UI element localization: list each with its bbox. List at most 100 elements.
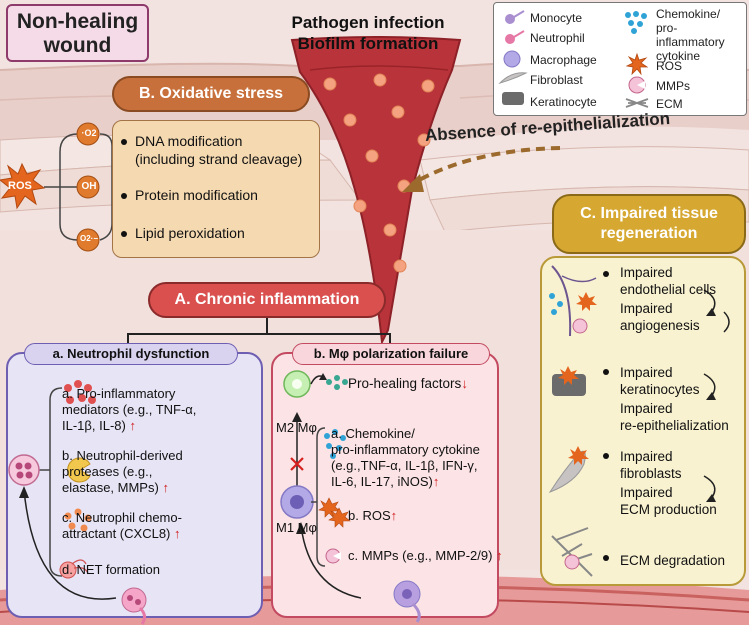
ecm-production-line-1: Impaired — [620, 485, 673, 500]
up-arrow: ↑ — [390, 508, 398, 523]
ox-item-dna: DNA modification — [121, 133, 242, 150]
m2-macrophage-icon — [283, 370, 311, 398]
monocyte-bottom-icon — [393, 580, 421, 623]
ox-item-dna-text: DNA modification — [135, 133, 243, 149]
mmps-icon — [628, 76, 646, 94]
hydroxyl-label: OH — [81, 181, 97, 192]
up-arrow: ↑ — [496, 548, 503, 563]
reepithelialization-line-1: Impaired — [620, 401, 673, 416]
legend: Monocyte Neutrophil Macrophage Fibroblas… — [493, 2, 747, 116]
legend-chemokine-line-1: Chemokine/ — [656, 7, 721, 21]
legend-macrophage: Macrophage — [530, 53, 597, 67]
chemokine-icon — [625, 11, 647, 34]
neutrophil-item-a: a. Pro-inflammatory mediators (e.g., TNF… — [62, 386, 196, 434]
regeneration-icons — [548, 265, 730, 577]
pro-healing-text: Pro-healing factors — [348, 376, 462, 391]
oxidative-effects-box: DNA modification (including strand cleav… — [112, 120, 320, 258]
pathogen-label: Pathogen infection Biofilm formation — [268, 12, 468, 54]
neutrophil-item-a-line-2: mediators (e.g., TNF-α, — [62, 402, 197, 417]
net-icon — [59, 559, 89, 579]
keratinocyte-icon — [502, 92, 524, 105]
macrophage-item-a-line-4: IL-6, IL-17, iNOS)↑ — [331, 474, 480, 490]
neutrophil-icons — [8, 380, 116, 600]
keratinocyte-icon-c — [552, 366, 586, 396]
macrophage-icon — [503, 50, 521, 68]
bullet — [121, 231, 127, 238]
neutrophil-item-d: d. NET formation — [62, 562, 161, 577]
macrophage-item-a: a. Chemokine/ pro-inflammatory cytokine … — [331, 426, 480, 490]
ox-item-dna-detail: (including strand cleavage) — [135, 151, 303, 167]
regeneration-item-endothelial: Impaired endothelial cells Impaired angi… — [620, 264, 716, 334]
up-arrow: ↑ — [174, 526, 181, 541]
angiogenesis-line-2: angiogenesis — [620, 318, 700, 333]
neutrophil-item-c-line-2: attractant (CXCL8) ↑ — [62, 526, 182, 542]
endothelial-line-1: Impaired — [620, 265, 673, 280]
ecm-icon — [625, 98, 649, 108]
chronic-inflammation-title: A. Chronic inflammation — [148, 282, 386, 318]
neutrophil-item-c: c. Neutrophil chemo- attractant (CXCL8) … — [62, 510, 182, 542]
endothelial-icon — [549, 265, 597, 337]
pro-healing-label: Pro-healing factors↓ — [348, 376, 468, 392]
macrophage-item-a-line-3: (e.g.,TNF-α, IL-1β, IFN-γ, — [331, 458, 478, 473]
macrophage-item-b-text: b. ROS — [348, 508, 391, 523]
legend-neutrophil: Neutrophil — [530, 31, 585, 45]
keratinocytes-line-1: Impaired — [620, 365, 673, 380]
ox-item-protein-text: Protein modification — [135, 187, 258, 203]
neutrophil-item-a-line-3: IL-1β, IL-8) ↑ — [62, 418, 196, 434]
ecm-production-line-2: ECM production — [620, 502, 717, 517]
macrophage-item-b: b. ROS↑ — [348, 508, 397, 524]
neutrophil-dysfunction-title: a. Neutrophil dysfunction — [24, 343, 238, 365]
neutrophil-item-a-line-3-text: IL-1β, IL-8) — [62, 418, 126, 433]
blocked-x-icon — [290, 457, 304, 471]
neutrophil-item-c-line-2-text: attractant (CXCL8) — [62, 526, 171, 541]
regeneration-item-fibroblasts: Impaired fibroblasts Impaired ECM produc… — [620, 448, 717, 518]
protease-icon — [67, 457, 91, 483]
legend-chemokine: Chemokine/ pro-inflammatory cytokine — [656, 7, 746, 63]
m1-label: M1 Mφ — [276, 520, 317, 535]
macrophage-item-c: c. MMPs (e.g., MMP-2/9) ↑ — [348, 548, 503, 564]
mmp-icon-b — [325, 548, 341, 564]
fibroblast-icon — [498, 72, 528, 85]
regeneration-title-line-1: C. Impaired tissue — [580, 205, 718, 222]
ros-icon-b — [318, 497, 351, 528]
m2-label: M2 Mφ — [276, 420, 317, 435]
endothelial-line-2: endothelial cells — [620, 282, 717, 297]
macrophage-icons — [280, 370, 361, 599]
neutrophil-item-b-line-3-text: elastase, MMPs) — [62, 480, 159, 495]
oxidative-stress-title: B. Oxidative stress — [112, 76, 310, 112]
figure-title: Non-healing wound — [6, 4, 149, 62]
chemoattractant-dots-icon — [64, 508, 92, 532]
m1-macrophage-icon — [280, 485, 314, 519]
macrophage-item-a-line-4-text: IL-6, IL-17, iNOS) — [331, 474, 433, 489]
neutrophil-icon — [505, 30, 525, 44]
legend-fibroblast: Fibroblast — [530, 73, 583, 87]
regeneration-item-keratinocytes: Impaired keratinocytes Impaired re-epith… — [620, 364, 729, 434]
superoxide-label: ·O2 — [81, 128, 97, 138]
ros-burst-icon — [0, 162, 46, 210]
ros-burst-label: ROS — [8, 180, 32, 192]
neutrophil-item-b-line-1: b. Neutrophil-derived — [62, 448, 183, 463]
neutrophil-item-b: b. Neutrophil-derived proteases (e.g., e… — [62, 448, 183, 496]
legend-ecm: ECM — [656, 97, 683, 111]
bullet — [121, 193, 127, 200]
neutrophil-item-a-line-1: a. Pro-inflammatory — [62, 386, 176, 401]
fibroblast-icon-c — [548, 446, 589, 494]
macrophage-item-a-line-1: a. Chemokine/ — [331, 426, 415, 441]
reepithelialization-line-2: re-epithelialization — [620, 418, 729, 433]
bullet — [121, 139, 127, 146]
neutrophil-item-b-line-2: proteases (e.g., — [62, 464, 153, 479]
pathogen-line-2: Biofilm formation — [297, 34, 439, 53]
ros-icon — [626, 53, 648, 75]
macrophage-item-a-line-2: pro-inflammatory cytokine — [331, 442, 480, 457]
legend-keratinocyte: Keratinocyte — [530, 95, 597, 109]
legend-monocyte: Monocyte — [530, 11, 583, 25]
angiogenesis-line-1: Impaired — [620, 301, 673, 316]
regeneration-title-line-2: regeneration — [600, 225, 698, 242]
mediator-dots-icon — [64, 380, 96, 404]
neutrophil-item-b-line-3: elastase, MMPs) ↑ — [62, 480, 183, 496]
up-arrow: ↑ — [162, 480, 169, 495]
pro-healing-dots-icon — [326, 375, 348, 390]
macrophage-item-c-text: c. MMPs (e.g., MMP-2/9) — [348, 548, 493, 563]
ecm-icon-c — [551, 527, 593, 577]
ox-item-lipid-text: Lipid peroxidation — [135, 225, 245, 241]
